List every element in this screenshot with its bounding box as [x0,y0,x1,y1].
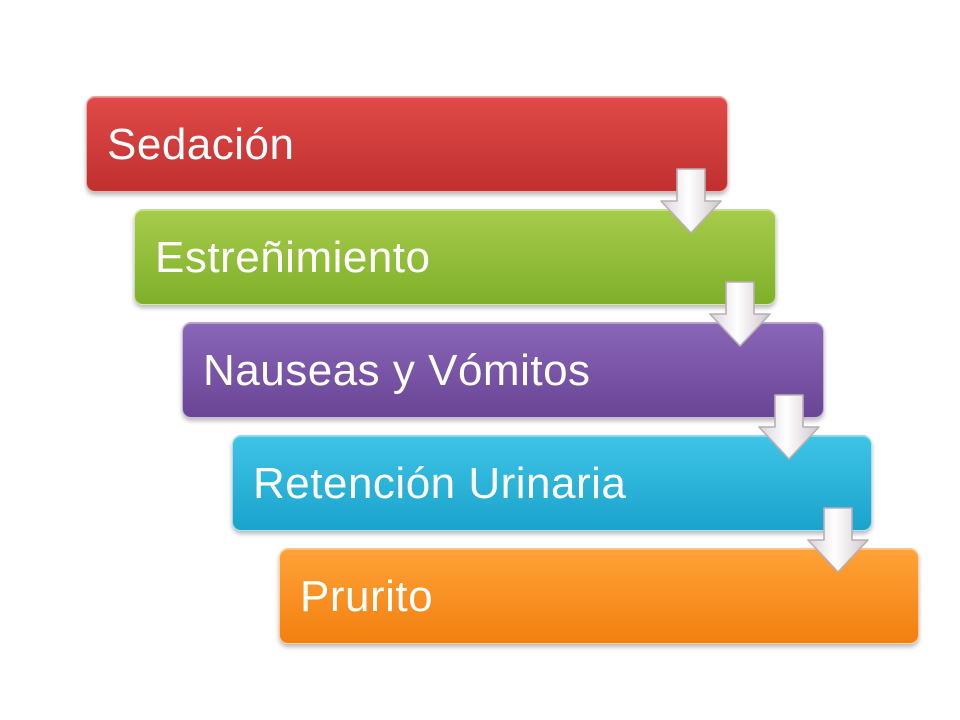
step-label: Sedación [107,120,295,169]
down-arrow-icon [807,507,869,573]
step-estrenimiento: Estreñimiento [134,209,776,305]
step-label: Nauseas y Vómitos [203,346,591,395]
step-retencion-urinaria: Retención Urinaria [232,435,872,531]
step-nauseas-vomitos: Nauseas y Vómitos [182,322,824,418]
down-arrow-icon [660,168,722,234]
down-arrow-icon [709,281,771,347]
step-label: Retención Urinaria [253,459,627,508]
step-sedacion: Sedación [86,96,728,192]
step-label: Estreñimiento [155,233,431,282]
step-label: Prurito [300,572,434,621]
down-arrow-icon [758,394,820,460]
step-prurito: Prurito [279,548,919,644]
